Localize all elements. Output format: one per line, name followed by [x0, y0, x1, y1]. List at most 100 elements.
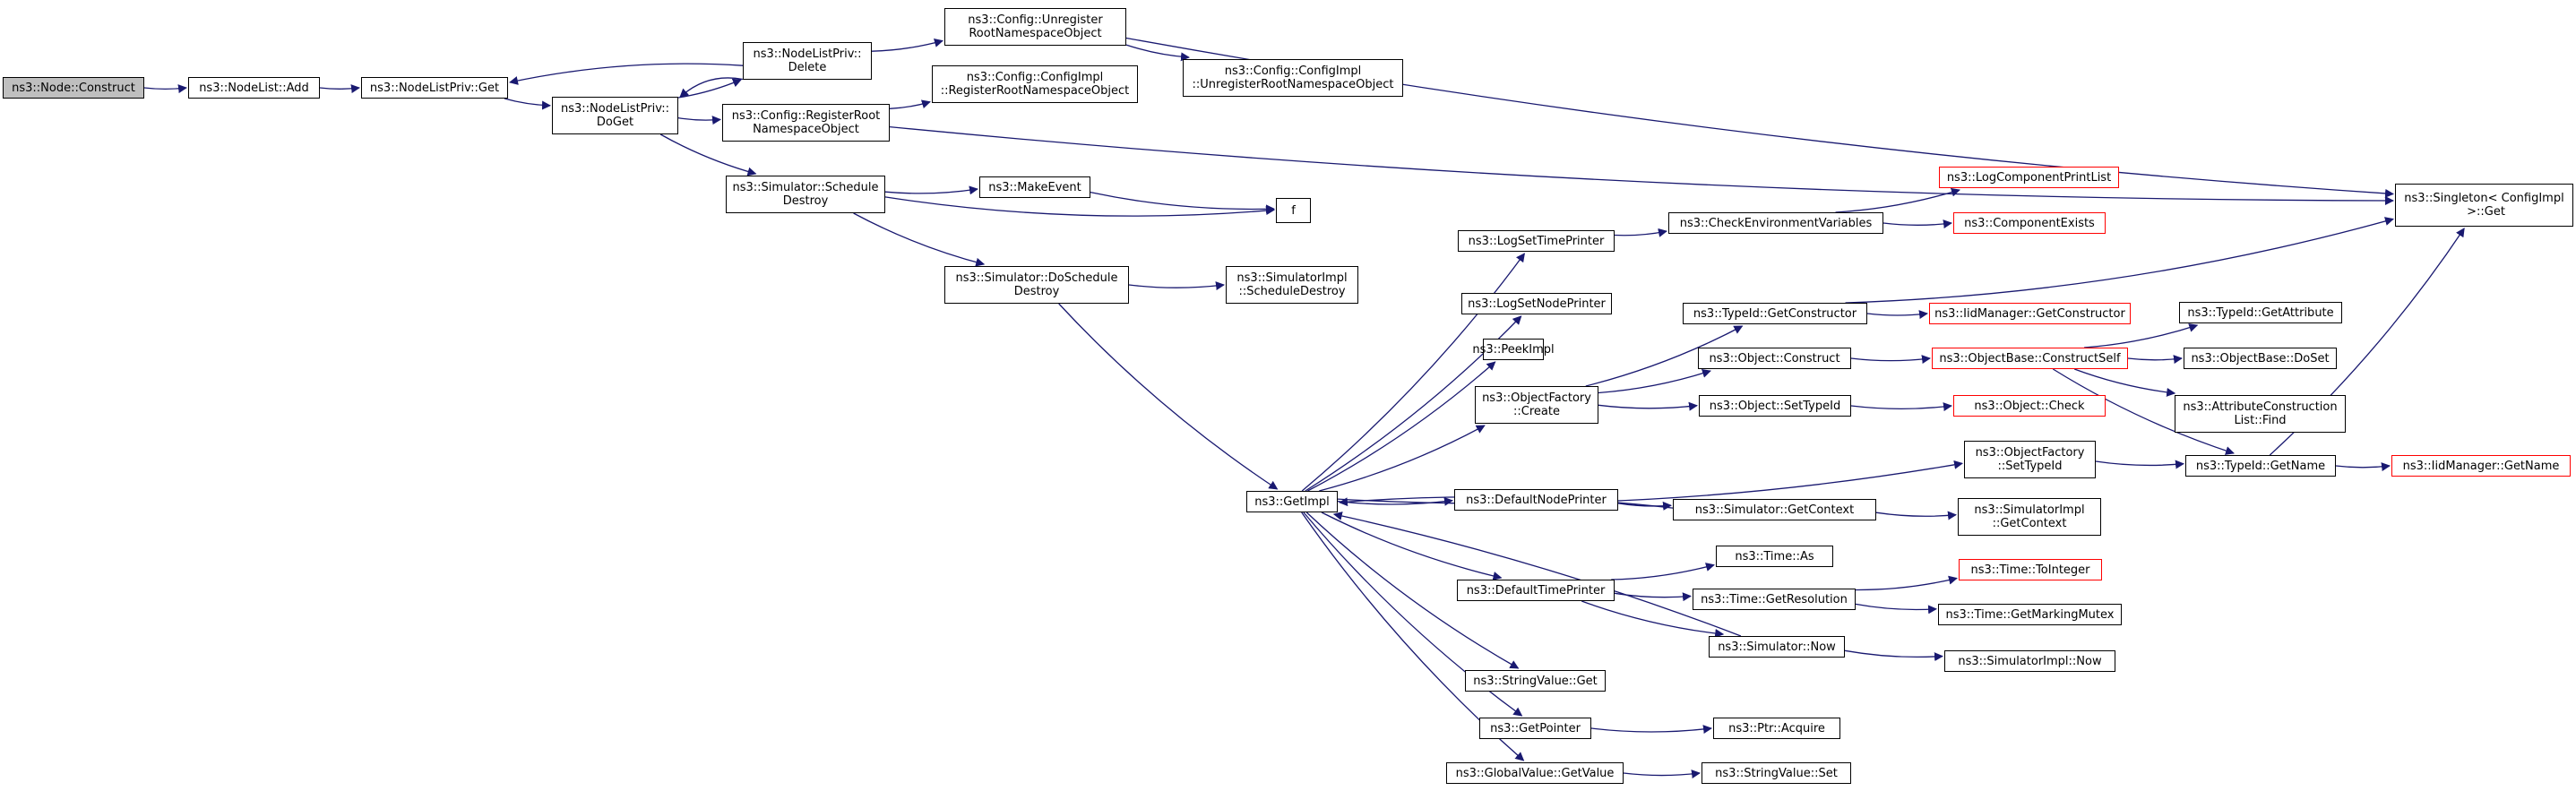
node-time-as[interactable]: ns3::Time::As	[1716, 546, 1833, 567]
node-objectbase-doset[interactable]: ns3::ObjectBase::DoSet	[2184, 348, 2337, 369]
node-logset-nodeprinter[interactable]: ns3::LogSetNodePrinter	[1461, 293, 1612, 314]
node-globalvalue-getvalue[interactable]: ns3::GlobalValue::GetValue	[1446, 762, 1624, 784]
node-f[interactable]: f	[1276, 198, 1311, 223]
node-iidmanager-getconstructor[interactable]: ns3::IidManager::GetConstructor	[1929, 303, 2131, 324]
node-configimpl-unregister[interactable]: ns3::Config::ConfigImpl ::UnregisterRoot…	[1183, 59, 1403, 97]
node-label: ns3::Time::GetResolution	[1701, 592, 1848, 606]
node-label: ns3::ComponentExists	[1964, 216, 2095, 230]
node-logset-timeprinter[interactable]: ns3::LogSetTimePrinter	[1458, 230, 1615, 252]
node-getimpl[interactable]: ns3::GetImpl	[1246, 491, 1338, 512]
node-nodelistpriv-delete[interactable]: ns3::NodeListPriv:: Delete	[743, 42, 872, 80]
node-config-unregister[interactable]: ns3::Config::Unregister RootNamespaceObj…	[944, 8, 1126, 46]
node-ptr-acquire[interactable]: ns3::Ptr::Acquire	[1713, 718, 1840, 739]
node-config-register[interactable]: ns3::Config::RegisterRoot NamespaceObjec…	[722, 104, 890, 142]
edge-make_event-to-f	[1090, 191, 1275, 214]
node-time-getmarkingmutex[interactable]: ns3::Time::GetMarkingMutex	[1938, 604, 2122, 625]
node-make-event[interactable]: ns3::MakeEvent	[979, 176, 1090, 198]
node-label: ns3::MakeEvent	[988, 180, 1081, 194]
node-label: ns3::LogSetNodePrinter	[1468, 297, 1606, 311]
node-objectbase-constructself[interactable]: ns3::ObjectBase::ConstructSelf	[1932, 348, 2128, 369]
edge-default_timeprinter-to-time_getresolution	[1614, 592, 1692, 602]
node-sim-now[interactable]: ns3::Simulator::Now	[1709, 636, 1845, 658]
node-label: ns3::IidManager::GetConstructor	[1934, 306, 2125, 321]
node-label: ns3::ObjectBase::ConstructSelf	[1939, 351, 2121, 365]
node-label: ns3::Object::SetTypeId	[1709, 399, 1841, 413]
edge-objectbase_constructself-to-typeid_getname	[2052, 368, 2235, 455]
edge-getimpl-to-stringvalue_get	[1305, 512, 1520, 669]
node-nodelist-add[interactable]: ns3::NodeList::Add	[188, 77, 320, 99]
node-label: ns3::TypeId::GetAttribute	[2187, 305, 2334, 320]
edge-sim_doschedule_destroy-to-simimpl_schedule_destroy	[1128, 281, 1225, 291]
node-singleton-get[interactable]: ns3::Singleton< ConfigImpl >::Get	[2395, 184, 2573, 227]
node-label: ns3::TypeId::GetName	[2195, 459, 2326, 473]
edge-getimpl-to-objectfactory_create	[1319, 425, 1486, 492]
node-label: ns3::SimulatorImpl ::ScheduleDestroy	[1236, 271, 1348, 298]
node-simimpl-schedule-destroy[interactable]: ns3::SimulatorImpl ::ScheduleDestroy	[1226, 266, 1358, 304]
edge-globalvalue_getvalue-to-stringvalue_set	[1623, 770, 1701, 779]
node-stringvalue-set[interactable]: ns3::StringValue::Set	[1702, 762, 1851, 784]
node-stringvalue-get[interactable]: ns3::StringValue::Get	[1465, 670, 1606, 692]
edge-nodelistpriv_delete-to-nodelistpriv_get	[509, 63, 744, 85]
node-label: ns3::SimulatorImpl::Now	[1958, 654, 2102, 668]
edge-typeid_getconstructor-to-iidmanager_getconstructor	[1866, 310, 1928, 320]
node-label: ns3::Config::RegisterRoot NamespaceObjec…	[731, 109, 881, 136]
node-object-check[interactable]: ns3::Object::Check	[1953, 395, 2106, 417]
node-attrconstructionlist-find[interactable]: ns3::AttributeConstruction List::Find	[2175, 395, 2346, 433]
edge-default_nodeprinter-to-sim_getcontext	[1617, 501, 1672, 511]
edge-object_construct-to-objectbase_constructself	[1850, 355, 1931, 365]
node-nodelistpriv-get[interactable]: ns3::NodeListPriv::Get	[361, 77, 508, 99]
node-default-nodeprinter[interactable]: ns3::DefaultNodePrinter	[1454, 489, 1618, 511]
edge-getimpl-to-getpointer	[1303, 512, 1523, 717]
node-object-construct[interactable]: ns3::Object::Construct	[1698, 348, 1851, 369]
node-objectfactory-settypeid[interactable]: ns3::ObjectFactory ::SetTypeId	[1964, 441, 2096, 478]
edge-config_register-to-singleton_get	[889, 125, 2394, 205]
edge-nodelistpriv_doget-to-config_register	[677, 116, 721, 125]
node-getpointer[interactable]: ns3::GetPointer	[1479, 718, 1591, 739]
node-label: ns3::Time::ToInteger	[1970, 563, 2090, 577]
node-label: ns3::LogComponentPrintList	[1946, 170, 2112, 185]
node-default-timeprinter[interactable]: ns3::DefaultTimePrinter	[1457, 580, 1615, 601]
node-typeid-getattribute[interactable]: ns3::TypeId::GetAttribute	[2179, 302, 2342, 323]
node-label: ns3::PeekImpl	[1472, 342, 1555, 357]
node-component-exists[interactable]: ns3::ComponentExists	[1953, 212, 2106, 234]
node-label: ns3::ObjectBase::DoSet	[2191, 351, 2330, 365]
node-label: ns3::NodeListPriv::Get	[369, 81, 500, 95]
node-label: ns3::Time::GetMarkingMutex	[1945, 607, 2115, 622]
edge-getimpl-to-default_timeprinter	[1321, 512, 1503, 580]
node-typeid-getname[interactable]: ns3::TypeId::GetName	[2185, 455, 2336, 477]
node-label: ns3::Object::Construct	[1709, 351, 1840, 365]
node-nodelistpriv-doget[interactable]: ns3::NodeListPriv:: DoGet	[552, 97, 678, 134]
edge-nodelistpriv_delete-to-config_unregister	[871, 39, 943, 52]
node-sim-doschedule-destroy[interactable]: ns3::Simulator::DoSchedule Destroy	[944, 266, 1129, 304]
edge-getimpl-to-peekimpl	[1307, 361, 1496, 492]
node-peekimpl[interactable]: ns3::PeekImpl	[1472, 339, 1555, 360]
node-label: ns3::StringValue::Get	[1473, 674, 1598, 688]
node-time-getresolution[interactable]: ns3::Time::GetResolution	[1693, 589, 1856, 610]
node-logcomponent-printlist[interactable]: ns3::LogComponentPrintList	[1939, 167, 2119, 188]
node-simimpl-getcontext[interactable]: ns3::SimulatorImpl ::GetContext	[1958, 498, 2101, 536]
edge-time_getresolution-to-time_tointeger	[1855, 575, 1958, 591]
edge-check_env_vars-to-component_exists	[1882, 219, 1952, 229]
edge-objectfactory_create-to-object_construct	[1598, 369, 1711, 394]
edge-sim_schedule_destroy-to-sim_doschedule_destroy	[853, 212, 986, 267]
node-object-settypeid[interactable]: ns3::Object::SetTypeId	[1699, 395, 1851, 417]
node-objectfactory-create[interactable]: ns3::ObjectFactory ::Create	[1475, 386, 1598, 424]
node-sim-getcontext[interactable]: ns3::Simulator::GetContext	[1673, 499, 1876, 520]
edge-typeid_getconstructor-to-singleton_get	[1845, 217, 2394, 304]
edge-logset_timeprinter-to-check_env_vars	[1614, 228, 1667, 237]
node-simimpl-now[interactable]: ns3::SimulatorImpl::Now	[1944, 650, 2115, 672]
node-typeid-getconstructor[interactable]: ns3::TypeId::GetConstructor	[1683, 303, 1867, 324]
node-sim-schedule-destroy[interactable]: ns3::Simulator::Schedule Destroy	[726, 176, 885, 213]
node-label: ns3::CheckEnvironmentVariables	[1679, 216, 1873, 230]
node-time-tointeger[interactable]: ns3::Time::ToInteger	[1959, 559, 2102, 580]
edge-nodelistpriv_delete-to-nodelistpriv_doget	[679, 77, 744, 99]
node-configimpl-register[interactable]: ns3::Config::ConfigImpl ::RegisterRootNa…	[932, 65, 1138, 103]
node-label: ns3::Config::ConfigImpl ::RegisterRootNa…	[940, 71, 1130, 98]
node-label: ns3::StringValue::Set	[1715, 766, 1838, 780]
node-check-env-vars[interactable]: ns3::CheckEnvironmentVariables	[1668, 212, 1883, 234]
node-label: ns3::SimulatorImpl ::GetContext	[1974, 503, 2085, 530]
edge-getpointer-to-ptr_acquire	[1590, 725, 1712, 735]
node-iidmanager-getname[interactable]: ns3::IidManager::GetName	[2391, 455, 2571, 477]
edge-default_timeprinter-to-time_as	[1611, 563, 1715, 580]
